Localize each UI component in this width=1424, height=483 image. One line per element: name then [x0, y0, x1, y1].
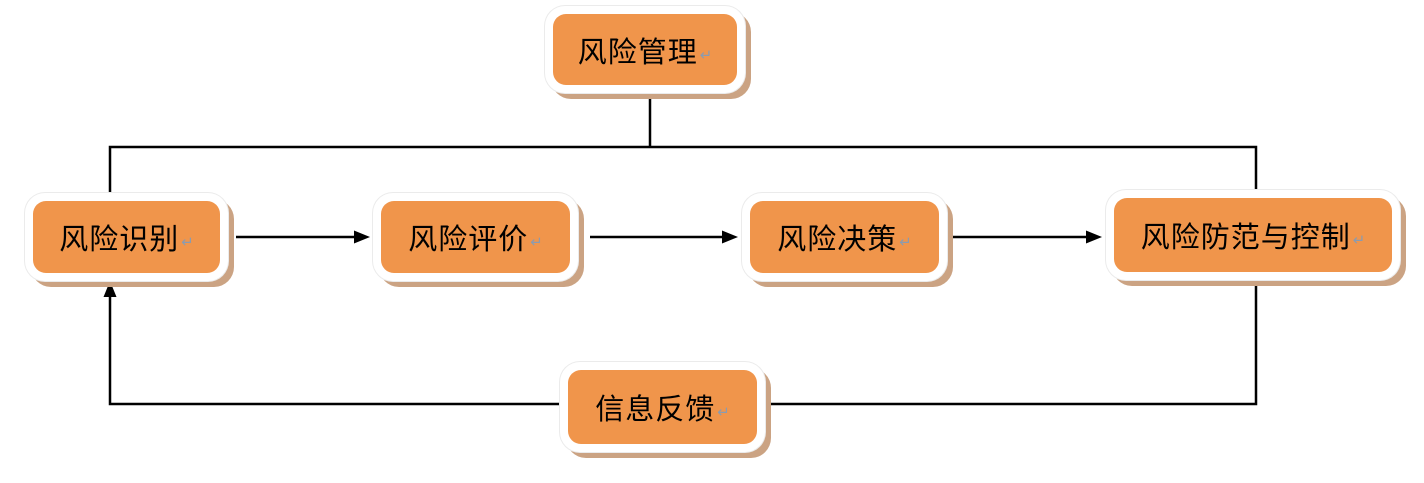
node-information-feedback-box: 信息反馈↵ [568, 370, 757, 444]
node-risk-management: 风险管理↵ [545, 6, 745, 93]
node-risk-management-label: 风险管理 [577, 36, 698, 69]
node-risk-identification: 风险识别↵ [25, 193, 228, 281]
arrowhead-decision-to-prevention [1086, 230, 1102, 244]
node-information-feedback-label: 信息反馈 [595, 394, 716, 426]
node-risk-evaluation-label: 风险评价 [408, 224, 529, 256]
node-risk-prevention-control: 风险防范与控制↵ [1106, 190, 1400, 280]
node-risk-decision-box: 风险决策↵ [750, 201, 939, 273]
node-risk-prevention-control-box: 风险防范与控制↵ [1114, 198, 1392, 272]
node-risk-prevention-control-label: 风险防范与控制 [1140, 222, 1351, 254]
connector-management-branch [108, 145, 1258, 193]
node-risk-evaluation-box: 风险评价↵ [381, 201, 570, 273]
node-risk-evaluation: 风险评价↵ [373, 193, 578, 281]
node-risk-decision: 风险决策↵ [742, 193, 947, 281]
node-information-feedback: 信息反馈↵ [560, 362, 765, 452]
node-risk-identification-box: 风险识别↵ [33, 201, 220, 273]
paragraph-mark-icon: ↵ [1352, 231, 1366, 249]
node-risk-management-box: 风险管理↵ [553, 14, 737, 85]
paragraph-mark-icon: ↵ [181, 233, 194, 251]
arrowhead-identification-to-evaluation [354, 230, 370, 244]
arrowhead-evaluation-to-decision [722, 230, 738, 244]
paragraph-mark-icon: ↵ [717, 403, 730, 421]
arrowhead-feedback-to-identification [103, 281, 117, 297]
paragraph-mark-icon: ↵ [699, 45, 713, 64]
node-risk-identification-label: 风险识别 [59, 224, 180, 256]
node-risk-decision-label: 风险决策 [777, 224, 898, 256]
paragraph-mark-icon: ↵ [530, 233, 543, 251]
paragraph-mark-icon: ↵ [899, 233, 912, 251]
